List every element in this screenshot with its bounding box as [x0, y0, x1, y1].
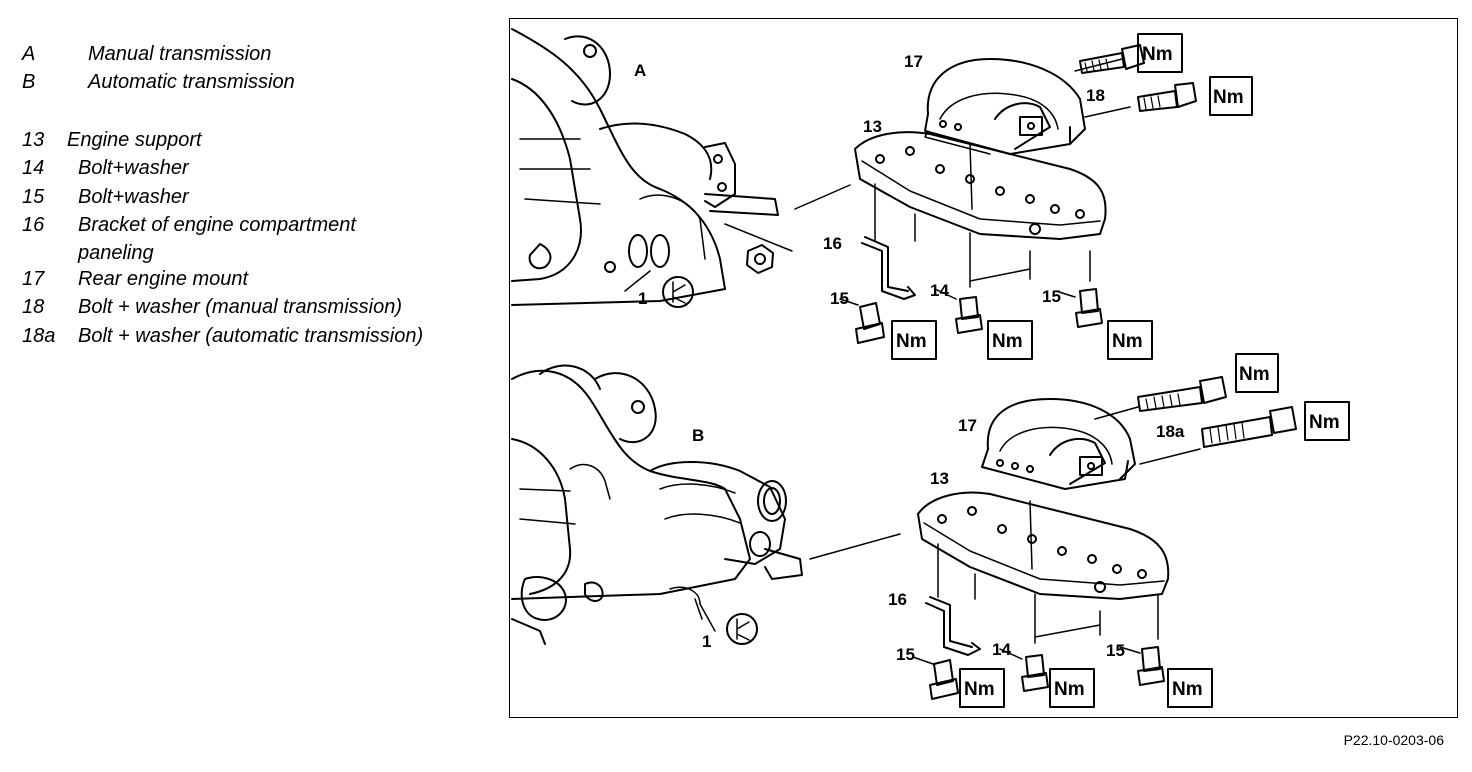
torque-label: Nm — [1112, 331, 1143, 352]
legend-text: Bolt + washer (manual transmission) — [78, 296, 403, 318]
torque-label: Nm — [1172, 679, 1203, 700]
torque-label: Nm — [1309, 412, 1340, 433]
legend-text: Engine support — [67, 129, 202, 151]
legend-key: 16 — [22, 214, 45, 236]
callout-15-a-right: 15 — [1042, 287, 1061, 306]
section-b-label: B — [692, 426, 704, 445]
legend-text: Bolt + washer (automatic transmission) — [78, 325, 424, 347]
torque-box — [1167, 668, 1213, 708]
figure-reference: P22.10-0203-06 — [1343, 732, 1444, 748]
callout-15-a-left: 15 — [830, 289, 849, 308]
torque-label: Nm — [1054, 679, 1085, 700]
legend-key: 15 — [22, 186, 45, 208]
legend-text: Bolt+washer — [78, 157, 189, 179]
callout-16-a: 16 — [823, 234, 842, 253]
torque-box — [891, 320, 937, 360]
legend-key: 17 — [22, 268, 45, 290]
legend-key: 18a — [22, 325, 56, 347]
callout-17-b: 17 — [958, 416, 977, 435]
callout-13-b: 13 — [930, 469, 949, 488]
callout-1-b: 1 — [702, 632, 711, 651]
torque-label: Nm — [964, 679, 995, 700]
callout-15-b-right: 15 — [1106, 641, 1125, 660]
legend-text: Automatic transmission — [88, 71, 295, 93]
callout-17-a: 17 — [904, 52, 923, 71]
legend-key: 13 — [22, 129, 45, 151]
callout-14-a: 14 — [930, 281, 949, 300]
torque-label: Nm — [1142, 44, 1173, 65]
torque-box — [959, 668, 1005, 708]
torque-label: Nm — [1239, 364, 1270, 385]
callout-16-b: 16 — [888, 590, 907, 609]
legend-text: Manual transmission — [88, 43, 272, 65]
diagram-labels: A B 17 18 13 16 1 15 14 15 17 18a 13 16 … — [634, 44, 1340, 700]
legend-text: Bracket of engine compartment — [78, 214, 356, 236]
legend-text: paneling — [78, 242, 154, 264]
legend: A Manual transmission B Automatic transm… — [0, 0, 500, 360]
section-a-drawing — [511, 28, 1197, 344]
legend-key: B — [22, 71, 36, 93]
callout-1-a: 1 — [638, 289, 647, 308]
torque-box — [1137, 33, 1183, 73]
torque-label: Nm — [896, 331, 927, 352]
callout-15-b-left: 15 — [896, 645, 915, 664]
torque-box — [1049, 668, 1095, 708]
legend-key: 18 — [22, 296, 45, 318]
torque-label: Nm — [992, 331, 1023, 352]
legend-text: Bolt+washer — [78, 186, 189, 208]
torque-label: Nm — [1213, 87, 1244, 108]
callout-13-a: 13 — [863, 117, 882, 136]
torque-box — [987, 320, 1033, 360]
callout-18a: 18a — [1156, 422, 1185, 441]
legend-text: Rear engine mount — [78, 268, 249, 290]
torque-box — [1304, 401, 1350, 441]
legend-key: 14 — [22, 157, 45, 179]
exploded-view-diagram: A B 17 18 13 16 1 15 14 15 17 18a 13 16 … — [511, 28, 1350, 708]
section-a-label: A — [634, 61, 646, 80]
diagram-frame: A B 17 18 13 16 1 15 14 15 17 18a 13 16 … — [509, 18, 1458, 718]
torque-box — [1209, 76, 1253, 116]
section-b-drawing — [511, 364, 1297, 700]
callout-14-b: 14 — [992, 640, 1011, 659]
torque-box — [1107, 320, 1153, 360]
legend-key: A — [22, 43, 36, 65]
torque-box — [1235, 353, 1279, 393]
callout-18: 18 — [1086, 86, 1105, 105]
torque-boxes — [891, 33, 1350, 708]
